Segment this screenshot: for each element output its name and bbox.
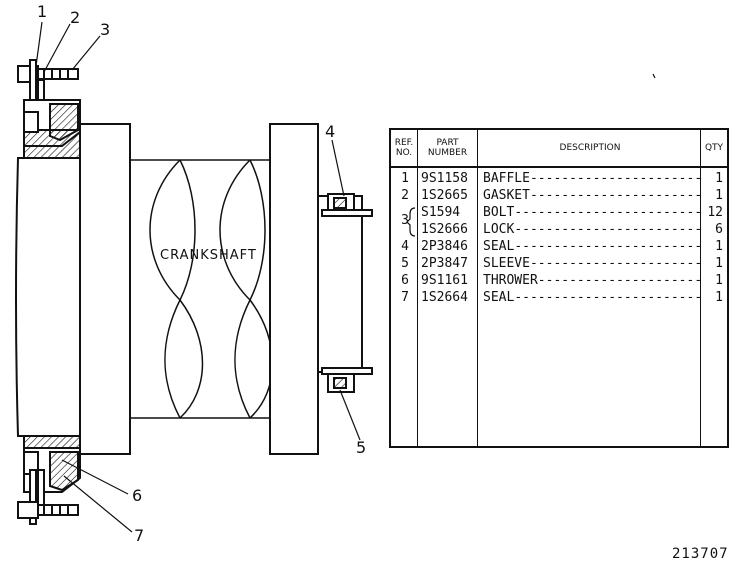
table-row: 1S2666 LOCK 6 [391,221,727,238]
ref-cell: 7 [401,290,409,305]
ref-cell: 3 [401,213,409,228]
callout-3: 3 [100,20,111,39]
leader-lines [35,21,361,533]
left-hub [79,123,131,455]
ref-cell: 6 [401,273,409,288]
ref-cell: 5 [401,256,409,271]
left-seal-assembly [15,59,131,525]
qty-cell: 12 [707,205,723,220]
table-row: 3 S1594 BOLT 12 [391,204,727,228]
right-flange [269,123,373,455]
header-qty: QTY [704,143,724,153]
qty-cell: 1 [715,256,723,271]
table-row: 5 2P3847 SLEEVE 1 [391,255,727,272]
qty-cell: 1 [715,239,723,254]
description-cell: SEAL [483,238,701,255]
crankshaft-label: CRANKSHAFT [160,248,257,263]
table-row: 1 9S1158 BAFFLE 1 [391,170,727,187]
stray-tick-mark [652,73,656,79]
callout-5: 5 [356,438,367,457]
part-number-cell: 1S2664 [421,290,468,305]
header-ref-no: REF. NO. [394,138,414,158]
part-number-cell: 2P3846 [421,239,468,254]
left-flange [15,157,81,437]
description-cell: THROWER [483,272,701,289]
table-row: 4 2P3846 SEAL 1 [391,238,727,255]
top-seal-lip [23,111,39,133]
qty-cell: 1 [715,273,723,288]
part-number-cell: S1594 [421,205,461,220]
callout-7: 7 [134,526,145,545]
callout-1: 1 [37,2,48,21]
top-bolt-shank [37,68,79,80]
header-part-number: PART NUMBER [427,138,468,158]
qty-cell: 1 [715,290,723,305]
description-cell: LOCK [483,221,701,238]
table-row: 6 9S1161 THROWER 1 [391,272,727,289]
bottom-bolt-head [17,501,39,519]
ref-cell: 4 [401,239,409,254]
qty-cell: 6 [715,222,723,237]
callout-6: 6 [132,486,143,505]
table-row: 2 1S2665 GASKET 1 [391,187,727,204]
crankshaft-shaft [130,159,274,419]
table-header [391,130,727,168]
callout-4: 4 [325,122,336,141]
part-number-cell: 9S1161 [421,273,468,288]
parts-list-table: REF. NO. PART NUMBER DESCRIPTION QTY 1 9… [389,128,729,448]
ref-3-bracket [407,207,416,237]
table-row: 7 1S2664 SEAL 1 [391,289,727,306]
bottom-seal-body [49,451,79,492]
part-number-cell: 1S2666 [421,222,468,237]
part-number-cell: 1S2665 [421,188,468,203]
qty-cell: 1 [715,188,723,203]
part-number-cell: 9S1158 [421,171,468,186]
part-number-cell: 2P3847 [421,256,468,271]
ref-cell: 2 [401,188,409,203]
description-cell: BOLT [483,204,701,221]
ref-cell: 1 [401,171,409,186]
description-cell: BAFFLE [483,170,701,187]
header-description: DESCRIPTION [559,143,621,153]
description-cell: SEAL [483,289,701,306]
bottom-bolt-shank [37,504,79,516]
description-cell: SLEEVE [483,255,701,272]
figure-number: 213707 [672,546,729,562]
qty-cell: 1 [715,171,723,186]
callout-2: 2 [70,8,81,27]
description-cell: GASKET [483,187,701,204]
